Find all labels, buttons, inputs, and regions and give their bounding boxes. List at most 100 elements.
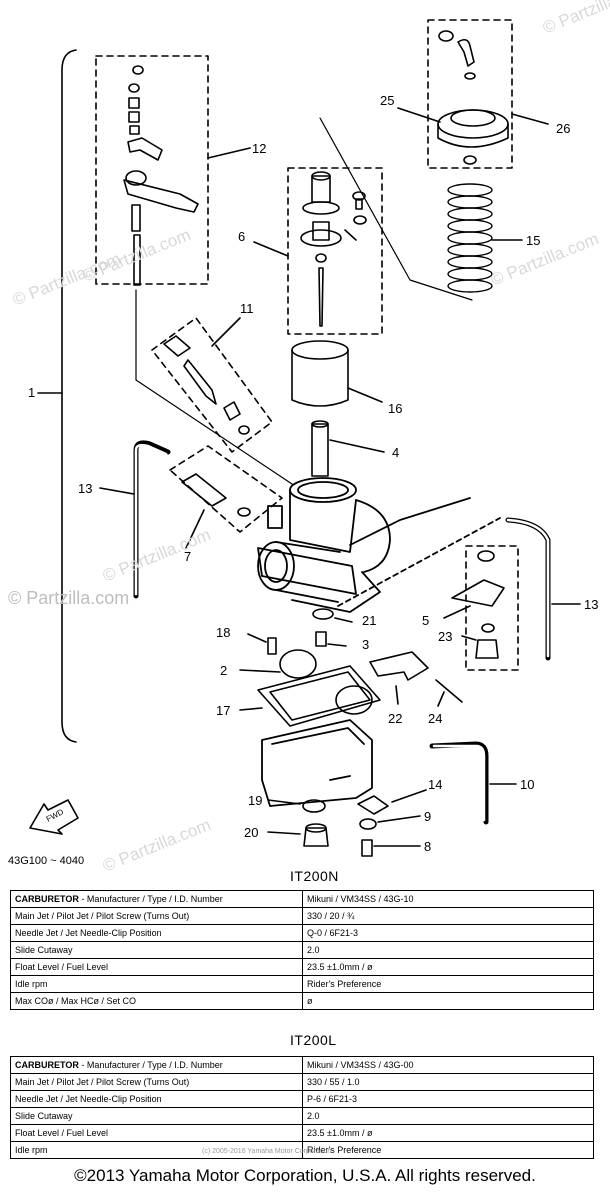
part-18-screw bbox=[267, 637, 277, 655]
spec-value: Rider's Preference bbox=[302, 1141, 594, 1159]
spec-value: 2.0 bbox=[302, 1107, 594, 1125]
callout-18: 18 bbox=[216, 625, 231, 640]
spec-label: Needle Jet / Jet Needle-Clip Position bbox=[10, 1090, 303, 1108]
spec-value: Rider's Preference bbox=[302, 975, 594, 993]
part-12-stack bbox=[123, 65, 199, 286]
callout-5: 5 bbox=[422, 613, 430, 628]
callout-8: 8 bbox=[424, 839, 432, 854]
callout-16: 16 bbox=[388, 401, 403, 416]
callout-4: 4 bbox=[392, 445, 400, 460]
callout-21: 21 bbox=[362, 613, 377, 628]
spec-value: 2.0 bbox=[302, 941, 594, 959]
table-row: CARBURETOR - Manufacturer / Type / I.D. … bbox=[10, 1056, 594, 1074]
callout-20: 20 bbox=[244, 825, 259, 840]
part-22-arm bbox=[369, 651, 429, 681]
callout-25: 25 bbox=[380, 93, 395, 108]
group-box-23 bbox=[465, 545, 519, 671]
callout-13-left: 13 bbox=[78, 481, 93, 496]
callout-14: 14 bbox=[428, 777, 443, 792]
part-13-right-pipe bbox=[505, 517, 551, 661]
part-16-slide bbox=[291, 340, 349, 407]
part-9-washer bbox=[359, 818, 377, 830]
group-box-11 bbox=[151, 317, 273, 453]
callout-19: 19 bbox=[248, 793, 263, 808]
spec-value: P-6 / 6F21-3 bbox=[302, 1090, 594, 1108]
spec-label: Needle Jet / Jet Needle-Clip Position bbox=[10, 924, 303, 942]
copyright-footer: ©2013 Yamaha Motor Corporation, U.S.A. A… bbox=[74, 1166, 536, 1185]
callout-3: 3 bbox=[362, 637, 370, 652]
callout-22: 22 bbox=[388, 711, 403, 726]
callout-2: 2 bbox=[220, 663, 228, 678]
carburetor-exploded-diagram: FWD bbox=[29, 19, 581, 857]
part-17-gasket bbox=[257, 665, 381, 727]
spec-label: Main Jet / Pilot Jet / Pilot Screw (Turn… bbox=[10, 907, 303, 925]
part-25-cap bbox=[437, 109, 509, 165]
table-row: CARBURETOR - Manufacturer / Type / I.D. … bbox=[10, 890, 594, 908]
spec-label: Main Jet / Pilot Jet / Pilot Screw (Turn… bbox=[10, 1073, 303, 1091]
part-24-pin bbox=[435, 679, 463, 703]
table-row: Main Jet / Pilot Jet / Pilot Screw (Turn… bbox=[10, 1073, 594, 1091]
callout-1: 1 bbox=[28, 385, 36, 400]
callout-24: 24 bbox=[428, 711, 443, 726]
model-title-it200n: IT200N bbox=[290, 868, 339, 884]
spec-label: Max COø / Max HCø / Set CO bbox=[10, 992, 303, 1010]
callout-10: 10 bbox=[520, 777, 535, 792]
carburetor-body bbox=[257, 477, 501, 613]
part-6-stack bbox=[300, 171, 367, 327]
spec-value: ø bbox=[302, 992, 594, 1010]
part-2-float bbox=[279, 649, 373, 715]
group-box-6 bbox=[287, 167, 383, 335]
spec-value: Q-0 / 6F21-3 bbox=[302, 924, 594, 942]
spec-value: 23.5 ±1.0mm / ø bbox=[302, 1124, 594, 1142]
fine-print: (c) 2005-2016 Yamaha Motor Corporation bbox=[202, 1148, 332, 1155]
spec-table-it200n: CARBURETOR - Manufacturer / Type / I.D. … bbox=[10, 890, 594, 1010]
part-11-stack bbox=[163, 335, 250, 435]
assembly-bracket bbox=[61, 49, 77, 743]
callout-6: 6 bbox=[238, 229, 246, 244]
part-15-spring bbox=[447, 183, 493, 293]
group-box-12 bbox=[95, 55, 209, 285]
callout-13-right: 13 bbox=[584, 597, 599, 612]
spec-value: 330 / 55 / 1.0 bbox=[302, 1073, 594, 1091]
part-20-drain-plug bbox=[303, 823, 329, 847]
part-4-needle-jet bbox=[311, 420, 329, 477]
spec-value: Mikuni / VM34SS / 43G-00 bbox=[302, 1056, 594, 1074]
callout-17: 17 bbox=[216, 703, 231, 718]
spec-label: Slide Cutaway bbox=[10, 1107, 303, 1125]
spec-value: 23.5 ±1.0mm / ø bbox=[302, 958, 594, 976]
callout-9: 9 bbox=[424, 809, 432, 824]
spec-header-label: CARBURETOR bbox=[15, 1060, 79, 1070]
spec-header-label: CARBURETOR bbox=[15, 894, 79, 904]
callout-23: 23 bbox=[438, 629, 453, 644]
watermark-left: © Partzilla.com bbox=[8, 588, 130, 608]
callout-7: 7 bbox=[184, 549, 192, 564]
spec-value: Mikuni / VM34SS / 43G-10 bbox=[302, 890, 594, 908]
part-10-pipe bbox=[429, 741, 489, 825]
spec-label: Float Level / Fuel Level bbox=[10, 1124, 303, 1142]
part-5-23-stack bbox=[451, 550, 505, 659]
part-21-washer bbox=[312, 608, 334, 620]
serial-range-label: 43G100 ~ 4040 bbox=[8, 855, 85, 867]
part-14-bracket bbox=[357, 795, 389, 815]
model-title-it200l: IT200L bbox=[290, 1032, 337, 1048]
callout-26: 26 bbox=[556, 121, 571, 136]
spec-label: Float Level / Fuel Level bbox=[10, 958, 303, 976]
part-19-oring bbox=[302, 799, 326, 813]
callout-12: 12 bbox=[252, 141, 267, 156]
part-7-stack bbox=[181, 473, 251, 517]
spec-label: Idle rpm bbox=[10, 975, 303, 993]
spec-label: Slide Cutaway bbox=[10, 941, 303, 959]
group-box-7 bbox=[169, 445, 283, 533]
part-8-bolt bbox=[361, 839, 373, 857]
callout-11: 11 bbox=[240, 301, 254, 316]
spec-table-it200l: CARBURETOR - Manufacturer / Type / I.D. … bbox=[10, 1056, 594, 1159]
